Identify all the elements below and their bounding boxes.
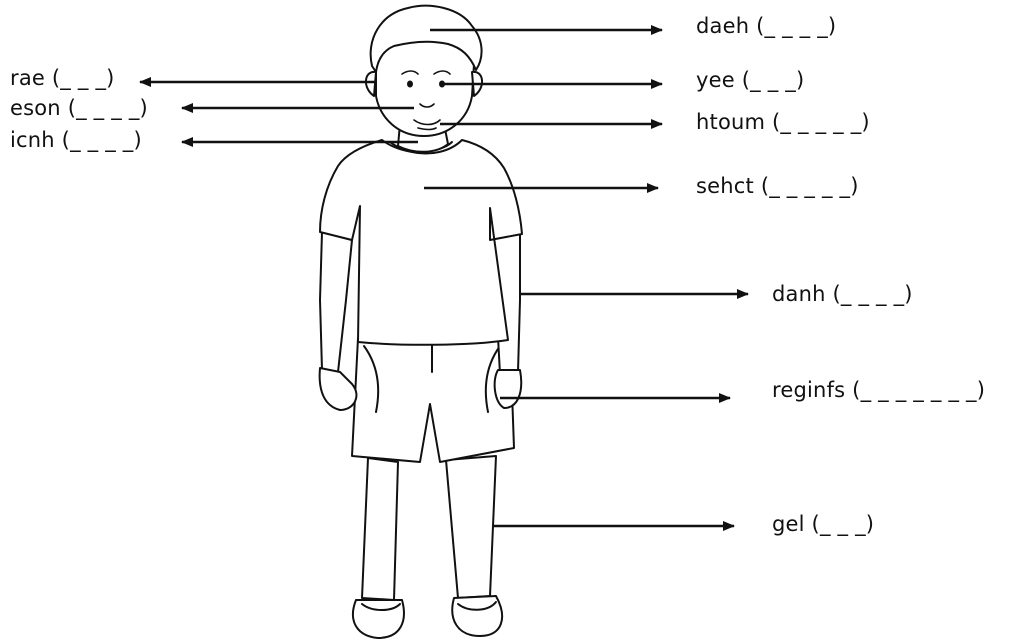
label-chin: icnh (_ _ _ _) [10, 128, 142, 152]
right-hand [495, 370, 522, 408]
left-ear [366, 72, 376, 96]
label-fingers: reginfs (_ _ _ _ _ _ _) [772, 378, 985, 402]
label-head: daeh (_ _ _ _) [696, 14, 836, 38]
left-leg [362, 458, 398, 600]
label-mouth: htoum (_ _ _ _ _) [696, 110, 870, 134]
label-leg: gel (_ _ _) [772, 512, 874, 536]
right-sandal [452, 596, 502, 636]
label-hand: danh (_ _ _ _) [772, 282, 913, 306]
label-eye: yee (_ _ _) [696, 68, 804, 92]
left-arm [320, 232, 352, 372]
left-hand [320, 368, 357, 410]
label-nose: eson (_ _ _ _) [10, 96, 148, 120]
right-leg [446, 456, 496, 598]
label-ear: rae (_ _ _) [10, 66, 115, 90]
label-chest: sehct (_ _ _ _ _) [696, 174, 859, 198]
